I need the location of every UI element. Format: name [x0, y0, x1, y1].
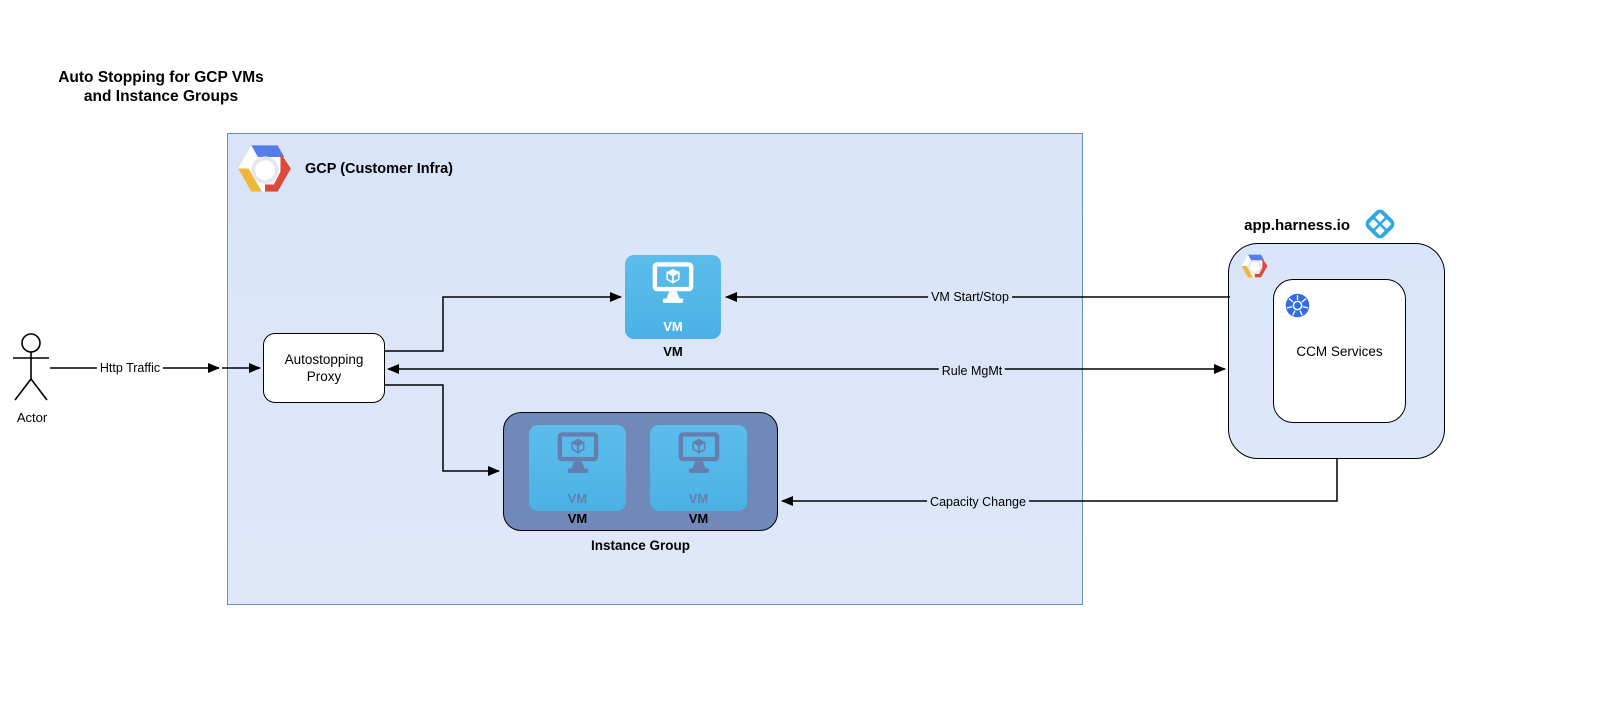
- gcp-logo-icon: [238, 145, 291, 192]
- vm-monitor-icon: [678, 432, 719, 473]
- kubernetes-icon: [1285, 293, 1310, 318]
- vm-monitor-icon: [652, 262, 694, 303]
- gcp-container-label: GCP (Customer Infra): [305, 160, 453, 177]
- autostopping-proxy-node: Autostopping Proxy: [263, 333, 385, 403]
- instance-group-node: VM VM VM VM: [503, 412, 778, 531]
- diagram-title: Auto Stopping for GCP VMs and Instance G…: [20, 68, 302, 106]
- vm-monitor-icon: [557, 432, 598, 473]
- gcp-logo-icon-small: [1241, 254, 1268, 278]
- diagram-title-line1: Auto Stopping for GCP VMs: [58, 69, 264, 86]
- instance-group-vm-1-icon-label: VM: [567, 491, 588, 506]
- vm-icon-label: VM: [663, 319, 683, 334]
- instance-group-caption: Instance Group: [590, 538, 690, 553]
- edge-label-http-traffic: Http Traffic: [96, 361, 164, 375]
- actor-figure-icon: [13, 333, 49, 401]
- instance-group-vm-1: VM: [529, 425, 626, 511]
- edge-label-rule-mgmt: Rule MgMt: [938, 364, 1006, 378]
- edge-label-vm-start-stop: VM Start/Stop: [928, 290, 1012, 304]
- proxy-label-line2: Proxy: [306, 369, 342, 384]
- vm-node: VM: [625, 255, 721, 339]
- ccm-services-label: CCM Services: [1296, 343, 1383, 359]
- harness-container: CCM Services: [1228, 243, 1445, 459]
- proxy-label-line1: Autostopping: [284, 352, 364, 367]
- instance-group-vm-2-icon-label: VM: [688, 491, 709, 506]
- actor-caption: Actor: [16, 410, 48, 425]
- instance-group-vm-2-caption: VM: [688, 511, 709, 526]
- instance-group-vm-2: VM: [650, 425, 747, 511]
- vm-caption: VM: [663, 344, 683, 359]
- instance-group-vm-1-caption: VM: [567, 511, 588, 526]
- edge-label-capacity-change: Capacity Change: [927, 495, 1029, 509]
- diagram-title-line2: and Instance Groups: [83, 88, 239, 105]
- ccm-services-node: CCM Services: [1273, 279, 1406, 423]
- gcp-container-header: GCP (Customer Infra): [237, 140, 453, 197]
- harness-logo-icon: [1365, 209, 1395, 239]
- harness-domain-label: app.harness.io: [1244, 217, 1350, 234]
